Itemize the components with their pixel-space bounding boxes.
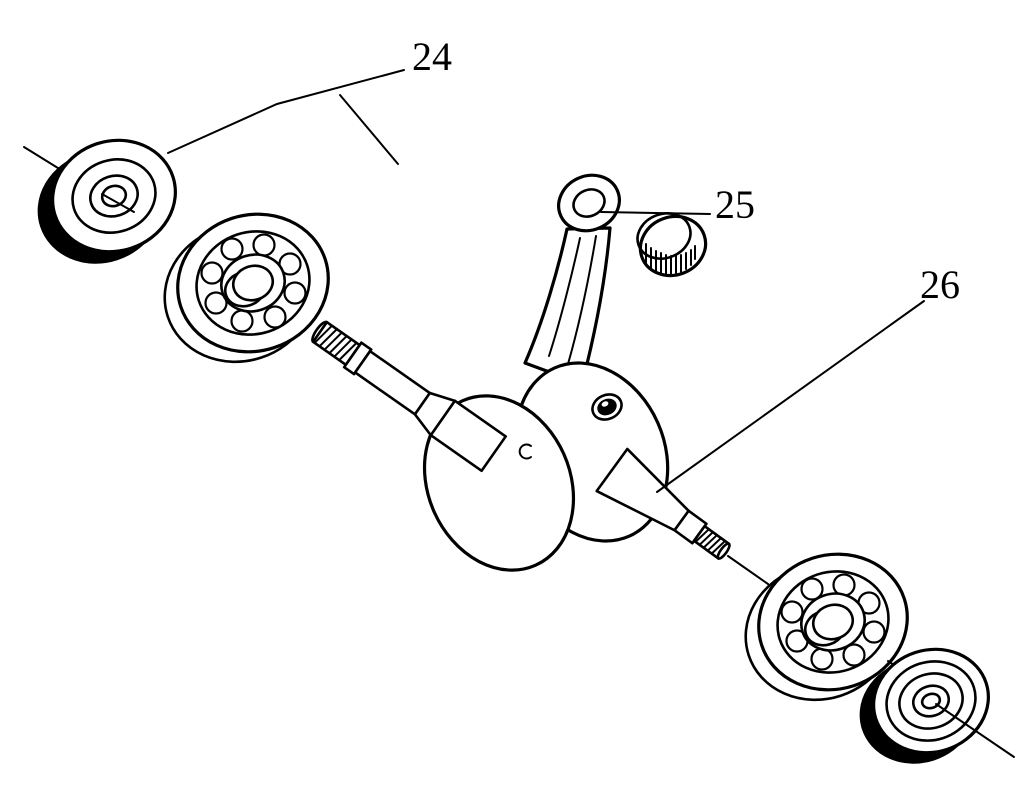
needle-cage-bearing [636,212,708,278]
web-balance-hole-center [601,401,609,407]
crankshaft-right-stub [595,447,731,560]
bearing-ball [252,233,276,257]
bearing-ball [862,620,886,644]
leader-line [656,300,925,493]
cage-body [638,214,708,278]
bearing-ball [842,643,866,667]
leader-line [339,94,399,165]
callout-24: 24 [167,34,452,165]
shaft-boss [429,399,508,473]
rod-ibeam-line [567,235,597,365]
leader-line [167,69,405,154]
bearing-ball [230,309,254,333]
bearing-ball [283,281,307,305]
connecting-rod [523,226,612,386]
bearing-balls [200,233,307,333]
callout-26: 26 [656,262,960,493]
thread-lines [695,528,726,554]
seal-groove [885,660,977,742]
crankshaft-assembly [311,173,731,572]
crankshaft-left-stub [311,320,508,473]
bearing-ball [263,305,287,329]
oil-seal-left [37,138,177,264]
bearing-bore [811,603,855,641]
ball-bearing-left [163,212,330,364]
ball-bearing-right [744,552,909,702]
part-number-24: 24 [412,34,452,79]
bearing-ball [204,291,228,315]
bearing-race-groove [776,570,890,674]
web-balance-hole [591,393,623,421]
rod-ibeam-line [548,237,581,357]
part-number-26: 26 [920,262,960,307]
bearing-ball [780,600,804,624]
part-number-25: 25 [715,182,755,227]
seal-groove [71,158,157,234]
bearing-ball [200,261,224,285]
axis-line [727,555,769,585]
bearing-ball [220,237,244,261]
leader-line [600,211,711,215]
thread-lines [314,325,357,361]
rod-shank [523,226,612,386]
seal-groove [898,672,964,730]
needle-rollers [645,243,696,276]
bearing-bore [231,264,275,302]
shaft-journal [353,349,432,416]
oil-seal-right [859,647,990,764]
seal-bore [920,692,942,710]
axis-line [101,193,135,213]
seal-groove [89,174,139,218]
rod-small-end-bore [572,188,606,218]
axis-line [935,703,1015,758]
seal-groove [911,684,951,718]
bearing-ball [800,577,824,601]
thread-end-cap [716,542,731,560]
casting-mark [518,443,532,460]
seal-face [872,647,990,755]
callout-25: 25 [600,182,755,227]
seal-bore [100,184,128,208]
bearing-race-groove [195,230,311,336]
